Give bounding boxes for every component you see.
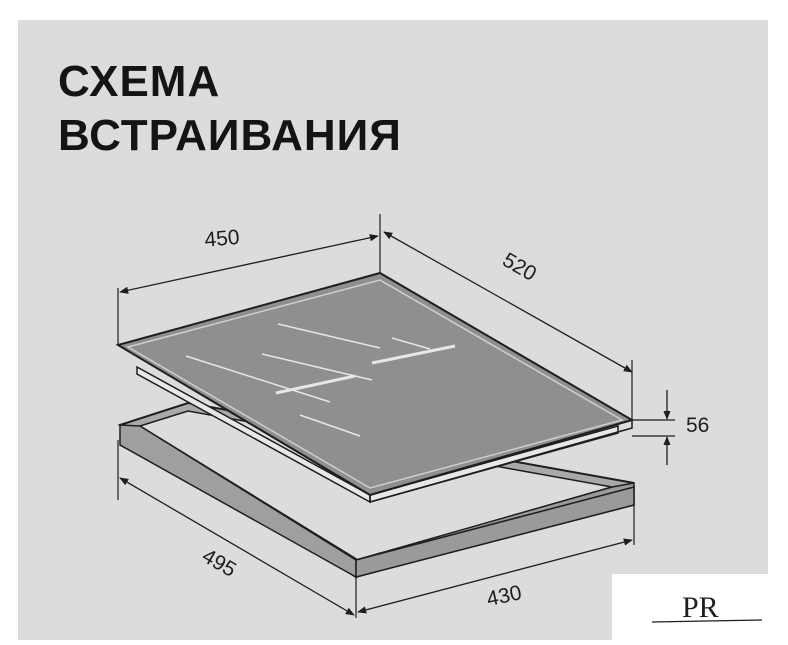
arrow-495	[119, 477, 355, 616]
label-430: 430	[485, 581, 524, 611]
label-495: 495	[198, 544, 240, 581]
arrow-520	[383, 231, 633, 373]
label-56: 56	[686, 414, 709, 437]
logo-mark-icon: PR	[651, 591, 763, 624]
zone-mark-4	[275, 374, 356, 395]
label-520: 520	[498, 248, 540, 285]
zone-mark-2	[185, 355, 331, 403]
brand-logo: PR	[612, 574, 788, 640]
hob	[115, 271, 635, 504]
page-title: СХЕМА ВСТРАИВАНИЯ	[58, 55, 402, 163]
arrow-450	[119, 234, 379, 294]
zone-mark-7	[299, 414, 361, 437]
zone-mark-1	[277, 323, 381, 349]
title-line-2: ВСТРАИВАНИЯ	[58, 111, 402, 160]
arrow-430	[357, 538, 633, 614]
hob-glass-bevel	[126, 279, 624, 489]
label-450: 450	[204, 226, 241, 252]
dimension-450: 450	[117, 214, 381, 345]
dimension-56: 56	[632, 390, 709, 465]
title-line-1: СХЕМА	[58, 57, 221, 106]
logo-text: PR	[682, 591, 719, 624]
hob-front-edge-line	[369, 420, 633, 503]
